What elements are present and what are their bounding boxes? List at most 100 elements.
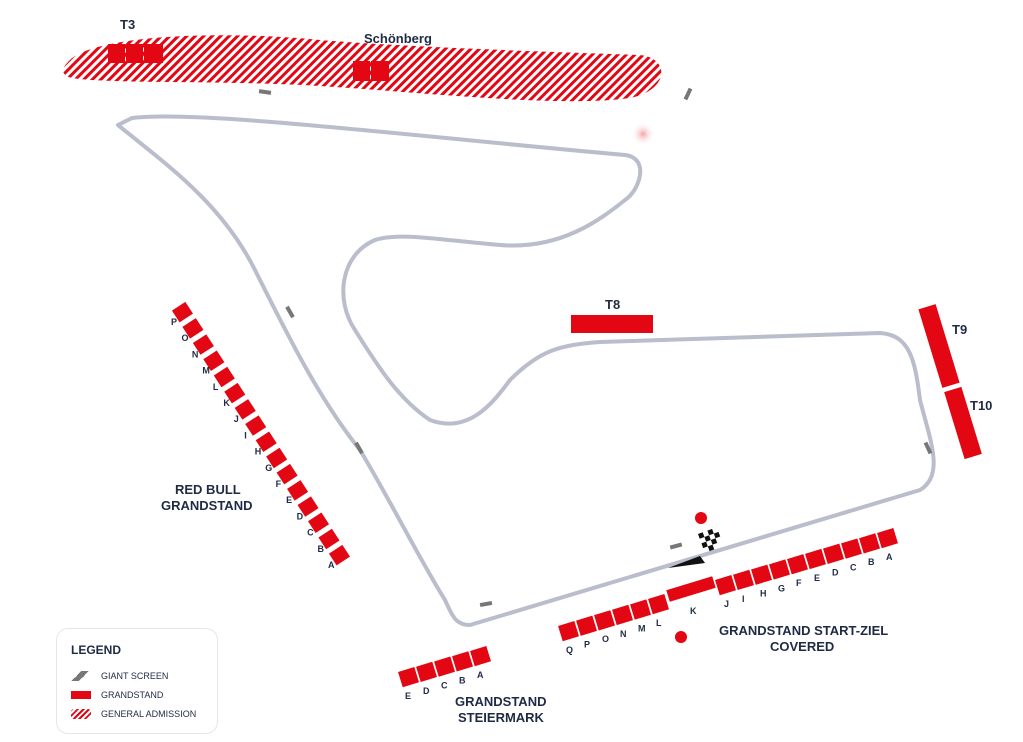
schonberg-label: Schönberg <box>364 31 432 46</box>
grandstand-section[interactable] <box>787 554 808 575</box>
grandstand-section[interactable] <box>297 496 319 517</box>
legend-general-admission: GENERAL ADMISSION <box>71 709 196 719</box>
grandstand-section[interactable] <box>192 334 214 355</box>
legend-giant-screen: GIANT SCREEN <box>71 671 168 681</box>
section-letter: O <box>602 634 609 644</box>
start-ziel-section-k: K <box>690 606 697 616</box>
section-letter: M <box>202 366 210 376</box>
section-letter: I <box>742 594 745 604</box>
section-letter: F <box>276 479 282 489</box>
grandstand-section[interactable] <box>182 318 204 339</box>
section-letter: D <box>832 568 839 578</box>
start-ziel-label-line1: GRANDSTAND START-ZIEL <box>719 623 888 638</box>
grandstand-section[interactable] <box>841 538 862 559</box>
red-bull-label-line2: GRANDSTAND <box>161 498 252 513</box>
steiermark-label-line2: STEIERMARK <box>458 710 545 725</box>
section-letter: B <box>459 675 466 685</box>
section-letter: E <box>405 691 411 701</box>
section-letter: P <box>584 640 590 650</box>
grandstand-section[interactable] <box>630 599 651 620</box>
giant-screens <box>258 87 933 608</box>
section-letter: C <box>850 562 857 572</box>
grandstand-section[interactable] <box>648 594 669 615</box>
grandstand-t10[interactable] <box>944 386 982 460</box>
grandstand-section[interactable] <box>452 651 473 672</box>
grandstand-steiermark[interactable] <box>398 646 491 688</box>
grandstand-section[interactable] <box>287 480 309 501</box>
marker-dot <box>675 631 687 643</box>
grandstand-section[interactable] <box>594 610 615 631</box>
grandstand-t8[interactable] <box>571 315 653 333</box>
grandstand-section[interactable] <box>558 621 579 642</box>
grandstand-red-bull[interactable] <box>171 301 350 566</box>
grandstand-section[interactable] <box>859 533 880 554</box>
grandstand-section[interactable] <box>416 661 437 683</box>
section-letter: L <box>656 618 662 628</box>
grandstand-section[interactable] <box>308 512 330 533</box>
grandstand-section[interactable] <box>769 559 790 580</box>
grandstand-t3[interactable] <box>108 44 163 63</box>
section-letter: P <box>171 317 177 327</box>
grandstand-icon <box>71 691 91 699</box>
section-letter: E <box>286 495 292 505</box>
grandstand-section[interactable] <box>612 604 633 626</box>
grandstand-start-ziel-right[interactable] <box>715 528 898 596</box>
section-letter: M <box>638 623 646 633</box>
section-letter: I <box>244 430 247 440</box>
t10-label: T10 <box>970 398 992 413</box>
grandstand-section[interactable] <box>877 528 898 549</box>
section-letter: D <box>423 686 430 696</box>
section-letter: E <box>814 573 820 583</box>
section-letter: H <box>760 589 767 599</box>
grandstand-section[interactable] <box>234 399 256 420</box>
grandstand-section[interactable] <box>328 544 350 566</box>
grandstand-section[interactable] <box>434 656 455 677</box>
grandstand-section[interactable] <box>255 431 277 452</box>
general-admission-icon <box>71 709 91 719</box>
section-letter: H <box>255 447 262 457</box>
grandstand-section[interactable] <box>805 548 826 570</box>
legend-giant-screen-label: GIANT SCREEN <box>101 671 169 681</box>
grandstand-section[interactable] <box>470 646 491 667</box>
legend-title: LEGEND <box>71 643 122 657</box>
grandstand-section[interactable] <box>733 569 754 591</box>
grandstand-section[interactable] <box>576 615 597 636</box>
grandstand-section[interactable] <box>213 366 235 388</box>
legend-grandstand-label: GRANDSTAND <box>101 690 164 700</box>
section-letter: F <box>796 578 802 588</box>
giant-screen-icon <box>285 305 295 319</box>
giant-screen-icon <box>71 671 91 681</box>
grandstand-section[interactable] <box>224 382 246 404</box>
grandstand-section[interactable] <box>266 447 288 469</box>
section-letter: B <box>318 544 325 554</box>
section-letter: J <box>724 599 729 609</box>
grandstand-section[interactable] <box>276 463 298 485</box>
section-letter: C <box>441 681 448 691</box>
section-letter: A <box>886 552 893 562</box>
grandstand-section[interactable] <box>715 575 736 596</box>
grandstand-section[interactable] <box>318 528 340 550</box>
red-bull-label-line1: RED BULL <box>175 482 241 497</box>
legend-grandstand: GRANDSTAND <box>71 690 163 700</box>
giant-screen-icon <box>669 542 683 550</box>
grandstand-t9[interactable] <box>918 304 960 388</box>
grandstand-section[interactable] <box>823 543 844 564</box>
section-letter: D <box>297 511 304 521</box>
section-letter: A <box>328 560 335 570</box>
grandstand-section[interactable] <box>171 301 193 323</box>
start-ziel-label-line2: COVERED <box>770 639 834 654</box>
start-finish-flag-icon <box>668 528 721 568</box>
map-highlight <box>631 122 655 146</box>
grandstand-section[interactable] <box>245 415 267 436</box>
grandstand-section[interactable] <box>751 564 772 585</box>
grandstand-start-ziel-left[interactable] <box>558 594 669 642</box>
giant-screen-icon <box>479 600 493 608</box>
grandstand-schonberg[interactable] <box>353 61 389 81</box>
grandstand-start-ziel-k[interactable] <box>666 576 716 602</box>
grandstand-section[interactable] <box>203 350 225 371</box>
grandstand-section[interactable] <box>398 667 419 688</box>
section-letter: B <box>868 557 875 567</box>
